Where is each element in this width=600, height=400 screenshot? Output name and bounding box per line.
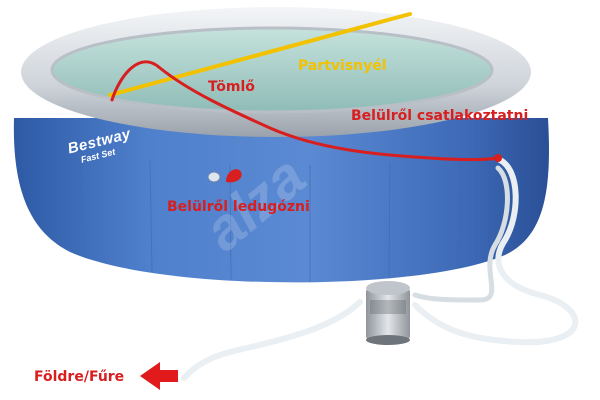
ground-arrow bbox=[140, 362, 178, 390]
hose-path-red bbox=[110, 60, 500, 161]
pump-hose-inlet bbox=[412, 157, 579, 346]
label-skimmer-pole: Partvisnyél bbox=[298, 58, 387, 74]
ground-hose bbox=[181, 299, 363, 381]
pool-wall bbox=[13, 118, 549, 283]
label-plug-inside: Belülről ledugózni bbox=[167, 199, 310, 215]
label-connect-inside: Belülről csatlakoztatni bbox=[351, 108, 529, 124]
label-hose: Tömlő bbox=[208, 79, 255, 95]
label-to-ground: Földre/Fűre bbox=[34, 369, 125, 385]
skimmer-pole-line bbox=[108, 12, 412, 97]
pump-hose-outlet bbox=[412, 165, 510, 303]
hose-connection-point bbox=[494, 154, 502, 162]
pool-water bbox=[52, 28, 492, 112]
pool-wall-seams bbox=[79, 149, 461, 282]
drain-plug bbox=[207, 171, 221, 183]
filter-pump bbox=[366, 281, 410, 345]
pool-ring-inner-edge bbox=[50, 26, 494, 114]
plug-marker bbox=[226, 169, 242, 183]
